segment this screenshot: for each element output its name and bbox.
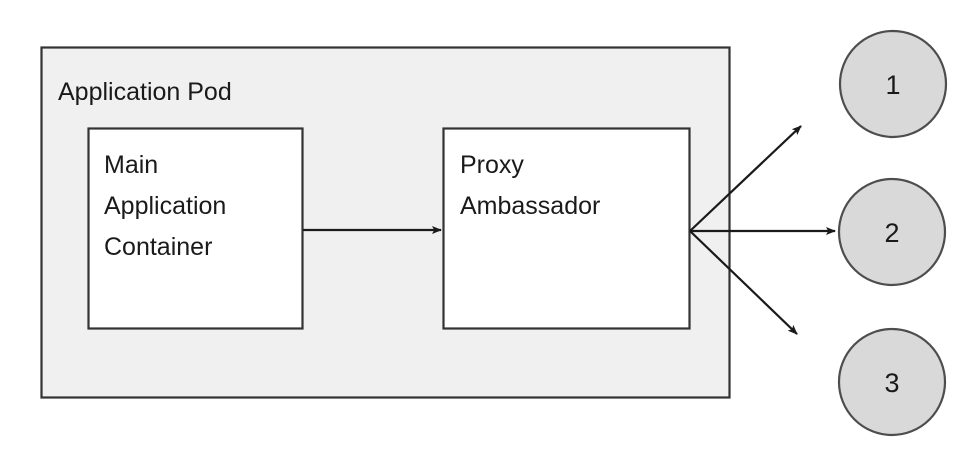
main-application-container-label-line-2: Application [104,192,226,220]
endpoint-circle-1: 1 [838,29,948,139]
main-application-container-label-line-3: Container [104,233,212,261]
connector-proxy-to-endpoint-3 [689,230,798,335]
endpoint-circle-2: 2 [837,177,947,287]
main-application-container: Main Application Container [87,127,304,330]
proxy-ambassador-container: Proxy Ambassador [442,127,691,330]
application-pod-label: Application Pod [58,78,232,106]
endpoint-circle-2-label: 2 [884,218,899,248]
endpoint-circle-1-shape [838,29,948,139]
endpoint-circle-3: 3 [837,327,947,437]
connector-proxy-to-endpoint-1 [689,125,802,232]
main-application-container-label-line-1: Main [104,151,158,179]
endpoint-circle-3-label: 3 [884,368,899,398]
endpoint-circle-3-shape [837,327,947,437]
proxy-ambassador-label-line-2: Ambassador [460,192,600,220]
main-application-container-rect [87,127,304,330]
proxy-ambassador-label-line-1: Proxy [460,151,524,179]
proxy-ambassador-container-rect [442,127,691,330]
endpoint-circle-2-shape [837,177,947,287]
endpoint-circle-1-label: 1 [885,70,900,100]
